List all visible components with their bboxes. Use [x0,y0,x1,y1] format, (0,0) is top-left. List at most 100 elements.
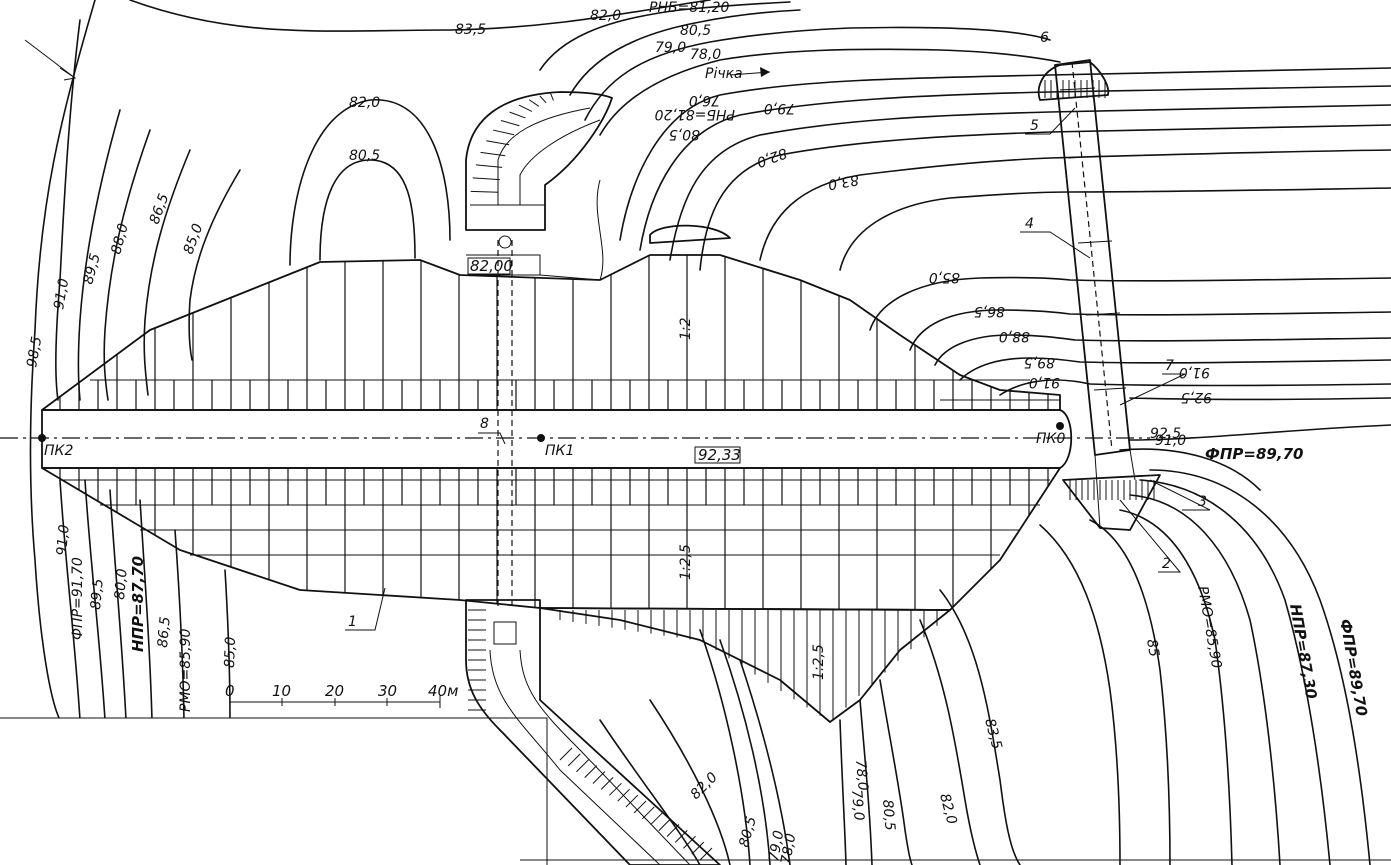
contour-790-b: 79,0 [848,789,867,822]
contour-850-r: 85,0 [929,269,960,285]
hatch-stroke [528,99,540,107]
downstream-toe [539,607,951,723]
contour-805-m: 80,5 [669,126,700,142]
hatch-stroke [550,93,554,101]
contour-895-bl: 89,5 [88,578,107,611]
callout-5: 5 [1030,118,1039,134]
crest-mark: 92,33 [698,446,741,464]
fpr-left-label: ФПР=91,70 [70,557,86,640]
contour-lines [29,0,1391,865]
contour-895-l: 89,5 [80,252,104,286]
contour-865-r: 86,5 [974,303,1005,319]
contour-830-m: 83,0 [827,171,861,192]
upstream-slope-hatch [59,255,1049,410]
hatch-stroke [625,794,639,808]
callout-3: 3 [1198,494,1207,510]
hatch-stroke [592,771,606,784]
hatch-stroke [584,765,598,779]
blank-corner [0,718,547,865]
slope-toe: 1:2,5 [811,644,827,680]
contour-820-top: 82,0 [590,8,621,24]
contour-910-low: 91,0 [1155,433,1186,449]
contour-835-b: 83,5 [981,717,1005,751]
hatch-stroke [486,140,510,146]
contour-925-rr: 92,5 [1150,426,1181,442]
hatch-stroke [683,835,696,849]
hatch-stroke [493,129,515,136]
station-pk0-marker [1056,422,1064,430]
contour-910-rr: 91,0 [1179,364,1210,380]
contour-760-m: 76,0 [689,92,720,108]
scale-tick-10: 10 [272,682,291,700]
contour-780-top: 78,0 [690,47,721,63]
hatch-stroke [559,747,573,761]
hatch-stroke [666,824,680,837]
hatch-stroke [539,95,547,104]
contour-805-top: 80,5 [680,23,711,39]
contour-925-r: 92,5 [1181,389,1212,405]
hatch-stroke [470,190,499,193]
hatch-stroke [633,800,647,814]
contour-800-bl: 80,0 [112,568,131,601]
hatch-stroke [600,777,614,790]
north-arrow-icon [24,39,77,81]
callout-4: 4 [1025,216,1034,232]
contour-865-bl: 86,5 [155,616,174,649]
contour-910-bl: 91,0 [54,524,73,557]
slope-upstream: 1:2 [678,317,694,340]
toe-hatch [559,610,938,720]
spillway-hatch [1044,80,1155,500]
scale-bar [229,695,441,708]
contour-910-r: 91,0 [1029,374,1060,390]
contour-820-hill: 82,0 [349,95,380,111]
contour-805-b: 80,5 [879,799,898,832]
contour-790-m: 79,0 [764,100,795,116]
contour-820-b: 82,0 [936,792,960,826]
scale-tick-40: 40м [428,682,458,700]
station-pk2: ПК2 [44,443,73,459]
hatch-stroke [650,812,663,826]
spillway [1037,59,1161,531]
contour-895-r: 89,5 [1024,354,1055,370]
hatch-stroke [674,829,688,843]
hatch-stroke [472,177,500,181]
intake-structure [465,91,731,610]
callout-leaders [345,107,1211,631]
contour-790-b2: 79,0 [766,829,787,863]
contour-805-hill: 80,5 [349,148,380,164]
hatch-stroke [500,119,520,127]
hatch-stroke [699,847,713,861]
contour-805-b2: 80,5 [736,815,760,849]
station-pk2-marker [38,434,46,442]
hatch-stroke [691,841,705,855]
intake-mark: 82,00 [470,257,513,275]
rmo-left-label: РМО=85,90 [178,629,194,712]
hatch-stroke [509,111,526,119]
slope-downstream: 1:2,5 [678,544,694,580]
blank-corner-edge [0,717,548,865]
callout-1: 1 [348,614,357,630]
scale-tick-0: 0 [225,682,235,700]
contour-780-b: 78,0 [852,759,871,792]
downstream-slope-hatch [59,468,1049,610]
hatch-stroke [567,753,581,767]
contour-985: 98,5 [24,335,45,369]
hatch-stroke [617,788,631,802]
intake-hatch [470,93,554,206]
rnb-top-label: РНБ=81,20 [649,0,729,16]
contour-910-l: 91,0 [51,277,72,311]
intake-mark-box [467,257,511,275]
contour-85-br: 85 [1143,638,1162,658]
contour-780-b2: 78,0 [778,832,799,865]
npr-left-label: НПР=87,70 [129,556,147,652]
hatch-stroke [475,164,503,168]
callout-7: 7 [1165,358,1174,374]
station-pk1: ПК1 [545,443,574,459]
crest-mark-box [694,446,741,464]
scale-tick-30: 30 [378,682,397,700]
rnb-mirror-label: РНБ=81,20 [655,106,735,122]
hatch-stroke [641,806,655,820]
contour-880-l: 88,0 [108,222,132,256]
callout-6: 6 [1040,30,1049,46]
